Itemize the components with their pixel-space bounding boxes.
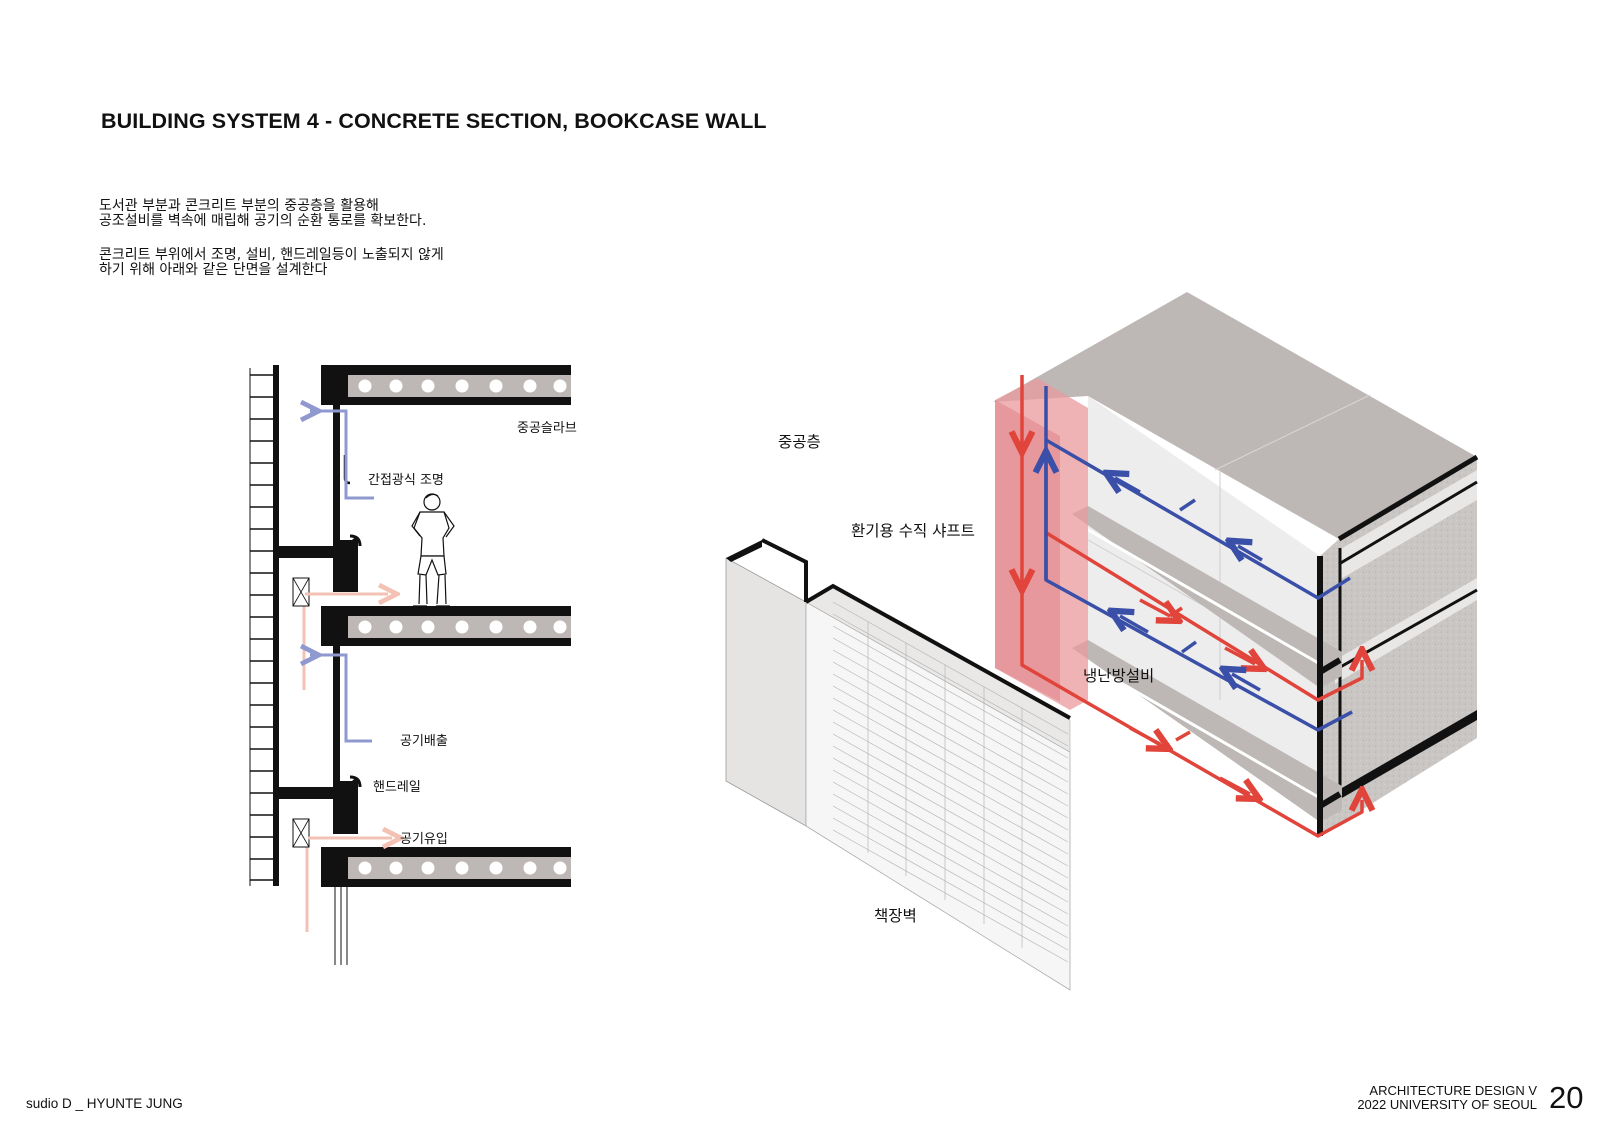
- footer-course: ARCHITECTURE DESIGN V: [1369, 1083, 1537, 1098]
- hollow-slab-1: [321, 365, 571, 405]
- hollow-slab-2: [321, 606, 571, 646]
- handrail-upstand: [333, 537, 358, 592]
- damper-cross: [292, 577, 310, 607]
- facade-mullion: [273, 365, 279, 886]
- handrail-upstand: [333, 778, 358, 834]
- label-hvac: 냉난방설비: [1083, 667, 1155, 685]
- bookcase-wall: [725, 538, 1071, 991]
- person-figure: [411, 493, 455, 607]
- page-title: BUILDING SYSTEM 4 - CONCRETE SECTION, BO…: [101, 109, 767, 133]
- bracket: [279, 546, 339, 558]
- description-line: 하기 위해 아래와 같은 단면을 설계한다: [99, 262, 328, 278]
- description-line: 도서관 부분과 콘크리트 부분의 중공층을 활용해: [99, 198, 379, 214]
- handrail-hook: [349, 775, 362, 788]
- damper-cross: [292, 818, 310, 848]
- label-air-intake: 공기유입: [400, 832, 448, 847]
- supply-air-route: [1022, 375, 1362, 838]
- label-hollow-slab: 중공슬라브: [517, 421, 577, 436]
- return-air-route: [1046, 386, 1353, 732]
- building-block: [993, 292, 1479, 836]
- label-handrail: 핸드레일: [373, 780, 421, 795]
- bracket: [279, 787, 339, 799]
- exhaust-route: [310, 411, 374, 500]
- inner-wall: [333, 646, 340, 796]
- label-bookcase-wall: 책장벽: [874, 907, 917, 925]
- description-paragraph-2: 콘크리트 부위에서 조명, 설비, 핸드레일등이 노출되지 않게 하기 위해 아…: [99, 248, 444, 278]
- label-air-exhaust: 공기배출: [400, 734, 448, 749]
- facade-louvers: [249, 368, 274, 886]
- description-paragraph-1: 도서관 부분과 콘크리트 부분의 중공층을 활용해 공조설비를 벽속에 매립해 …: [99, 199, 426, 229]
- ventilation-shaft: [995, 378, 1088, 710]
- footer-course-info: ARCHITECTURE DESIGN V 2022 UNIVERSITY OF…: [1357, 1084, 1537, 1112]
- label-hollow-layer: 중공층: [778, 433, 821, 451]
- footer-studio: sudio D _ HYUNTE JUNG: [26, 1096, 183, 1111]
- description-line: 공조설비를 벽속에 매립해 공기의 순환 통로를 확보한다.: [99, 213, 427, 229]
- handrail-hook: [349, 534, 362, 547]
- page-number: 20: [1549, 1080, 1584, 1115]
- footer-school: 2022 UNIVERSITY OF SEOUL: [1357, 1097, 1537, 1112]
- label-vertical-shaft: 환기용 수직 샤프트: [851, 522, 975, 540]
- exhaust-route: [310, 655, 372, 743]
- description-line: 콘크리트 부위에서 조명, 설비, 핸드레일등이 노출되지 않게: [99, 247, 444, 263]
- inner-wall: [333, 405, 340, 555]
- bookcase-shelf-lines: [832, 601, 1069, 963]
- hollow-slab-3: [321, 847, 571, 887]
- label-indirect-lighting: 간접광식 조명: [368, 473, 444, 488]
